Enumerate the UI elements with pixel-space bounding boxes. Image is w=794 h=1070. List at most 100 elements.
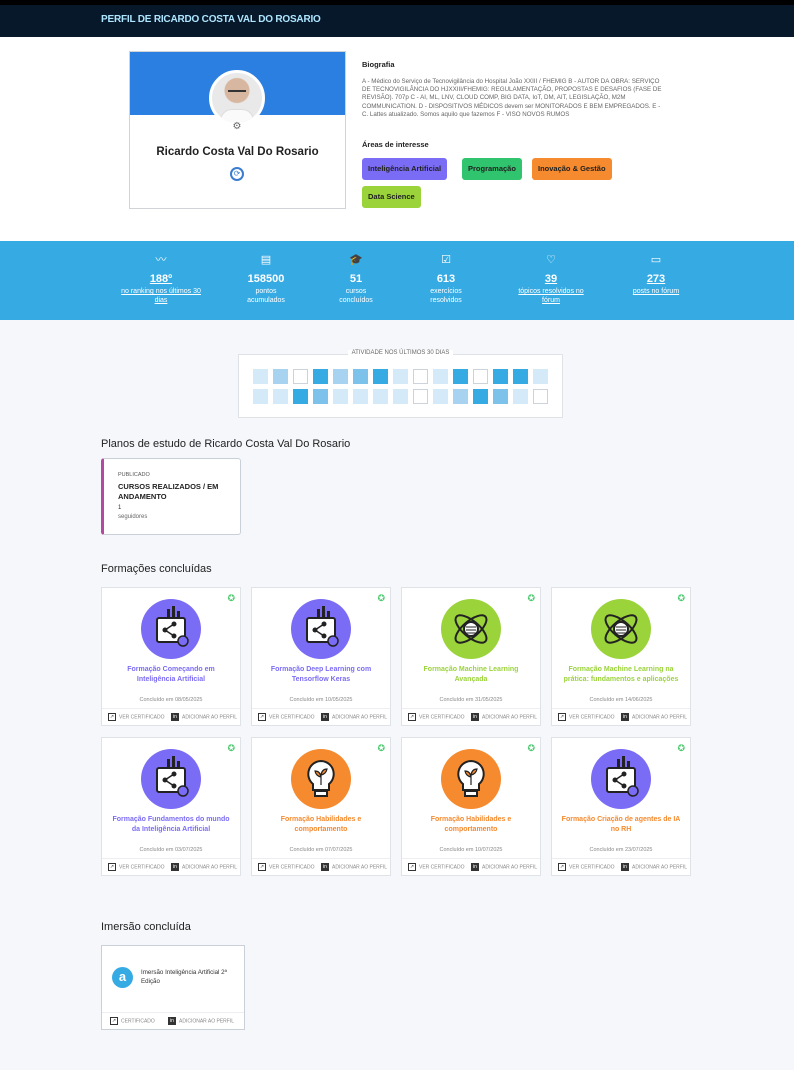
linkedin-icon: in: [321, 713, 329, 721]
linkedin-icon: in: [171, 713, 179, 721]
award-ribbon-icon: ✪: [527, 743, 535, 753]
activity-day-cell: [333, 369, 348, 384]
bio-text: A - Médico do Serviço de Tecnovigilância…: [362, 78, 662, 118]
gear-icon[interactable]: ⚙: [231, 121, 243, 133]
award-ribbon-icon: ✪: [677, 743, 685, 753]
share-profile-icon[interactable]: ⟳: [230, 167, 244, 181]
formation-title: Formação Deep Learning com Tensorflow Ke…: [270, 666, 372, 683]
stat-courses: 🎓 51 cursos concluídos: [339, 254, 373, 304]
profile-name: Ricardo Costa Val Do Rosario: [156, 146, 319, 158]
study-plan-card[interactable]: PUBLICADO CURSOS REALIZADOS / EM ANDAMEN…: [101, 458, 241, 535]
interests-title: Áreas de interesse: [362, 140, 429, 149]
activity-day-cell: [493, 389, 508, 404]
linkedin-icon: in: [471, 863, 479, 871]
stat-forum-solved[interactable]: ♡ 39 tópicos resolvidos no fórum: [518, 254, 584, 304]
immersion-card[interactable]: a Imersão Inteligência Artificial 2ª Edi…: [101, 945, 245, 1030]
view-certificate-link[interactable]: ↗VER CERTIFICADO: [258, 713, 315, 721]
activity-day-cell: [473, 389, 488, 404]
activity-day-cell: [413, 389, 428, 404]
certificate-icon: ↗: [108, 713, 116, 721]
formation-badge-icon: [291, 599, 351, 659]
interest-chip-inovacao[interactable]: Inovação & Gestão: [532, 158, 612, 180]
formation-badge-icon: [141, 599, 201, 659]
formation-card[interactable]: ✪Formação Machine Learning na prática: f…: [551, 587, 691, 726]
stats-bar: 〰 188º no ranking nos últimos 30 dias ▤ …: [0, 241, 794, 320]
view-certificate-link[interactable]: ↗VER CERTIFICADO: [408, 713, 465, 721]
view-certificate-link[interactable]: ↗VER CERTIFICADO: [558, 713, 615, 721]
formation-title: Formação Habilidades e comportamento: [430, 816, 512, 833]
profile-card: ⚙ Ricardo Costa Val Do Rosario ⟳: [129, 51, 346, 209]
formation-card[interactable]: ✪ Formação Criação de agentes de IA no RH…: [551, 737, 691, 876]
formation-card[interactable]: ✪Formação Fundamentos do mundo da Inteli…: [101, 737, 241, 876]
alura-logo-icon: a: [112, 967, 133, 988]
formation-date: Concluído em 10/05/2025: [289, 697, 353, 703]
view-certificate-link[interactable]: ↗VER CERTIFICADO: [558, 863, 615, 871]
immersion-title: Imersão Inteligência Artificial 2ª Ediçã…: [141, 969, 227, 985]
linkedin-icon: in: [621, 863, 629, 871]
view-certificate-link[interactable]: ↗VER CERTIFICADO: [108, 713, 165, 721]
formation-date: Concluído em 03/07/2025: [139, 847, 203, 853]
activity-day-cell: [313, 389, 328, 404]
plans-section-title: Planos de estudo de Ricardo Costa Val Do…: [101, 438, 351, 450]
certificate-icon: ↗: [408, 863, 416, 871]
award-ribbon-icon: ✪: [377, 593, 385, 603]
page-title: PERFIL DE RICARDO COSTA VAL DO ROSARIO: [101, 14, 321, 25]
activity-day-cell: [413, 369, 428, 384]
profile-section: ⚙ Ricardo Costa Val Do Rosario ⟳ Biograf…: [0, 37, 794, 241]
stat-forum-posts[interactable]: ▭ 273 posts no fórum: [632, 254, 680, 295]
award-ribbon-icon: ✪: [377, 743, 385, 753]
formation-title: Formação Machine Learning na prática: fu…: [563, 666, 679, 683]
interest-chip-ia[interactable]: Inteligência Artificial: [362, 158, 448, 180]
formation-card[interactable]: ✪ Formação Deep Learning com Tensorflow K…: [251, 587, 391, 726]
formations-section-title: Formações concluídas: [101, 563, 212, 575]
view-certificate-link[interactable]: ↗VER CERTIFICADO: [408, 863, 465, 871]
activity-day-cell: [273, 369, 288, 384]
activity-day-cell: [373, 389, 388, 404]
activity-day-cell: [253, 389, 268, 404]
activity-title: ATIVIDADE NOS ÚLTIMOS 30 DIAS: [347, 350, 454, 356]
formation-date: Concluído em 08/05/2025: [139, 697, 203, 703]
plan-followers-label: seguidores: [118, 514, 148, 520]
stat-ranking[interactable]: 〰 188º no ranking nos últimos 30 dias: [121, 254, 201, 304]
activity-day-cell: [293, 369, 308, 384]
formation-card[interactable]: ✪Formação Começando em Inteligência Arti…: [101, 587, 241, 726]
activity-day-cell: [293, 389, 308, 404]
formation-date: Concluído em 10/07/2025: [439, 847, 503, 853]
view-certificate-link[interactable]: ↗CERTIFICADO: [110, 1017, 155, 1025]
activity-day-cell: [353, 369, 368, 384]
activity-day-cell: [373, 369, 388, 384]
formation-badge-icon: [441, 749, 501, 809]
formation-badge-icon: [591, 599, 651, 659]
interest-chip-data-science[interactable]: Data Science: [362, 186, 421, 208]
interest-chip-programacao[interactable]: Programação: [462, 158, 522, 180]
formation-title: Formação Machine Learning Avançada: [423, 666, 519, 683]
view-certificate-link[interactable]: ↗VER CERTIFICADO: [108, 863, 165, 871]
bio-title: Biografia: [362, 60, 395, 69]
activity-day-cell: [333, 389, 348, 404]
plan-status: PUBLICADO: [118, 472, 150, 478]
view-certificate-link[interactable]: ↗VER CERTIFICADO: [258, 863, 315, 871]
formation-title: Formação Habilidades e comportamento: [280, 816, 362, 833]
activity-day-cell: [513, 369, 528, 384]
activity-day-cell: [433, 389, 448, 404]
avatar: [209, 70, 265, 126]
formation-title: Formação Criação de agentes de IA no RH: [561, 816, 681, 833]
formation-date: Concluído em 23/07/2025: [589, 847, 653, 853]
linkedin-icon: in: [471, 713, 479, 721]
